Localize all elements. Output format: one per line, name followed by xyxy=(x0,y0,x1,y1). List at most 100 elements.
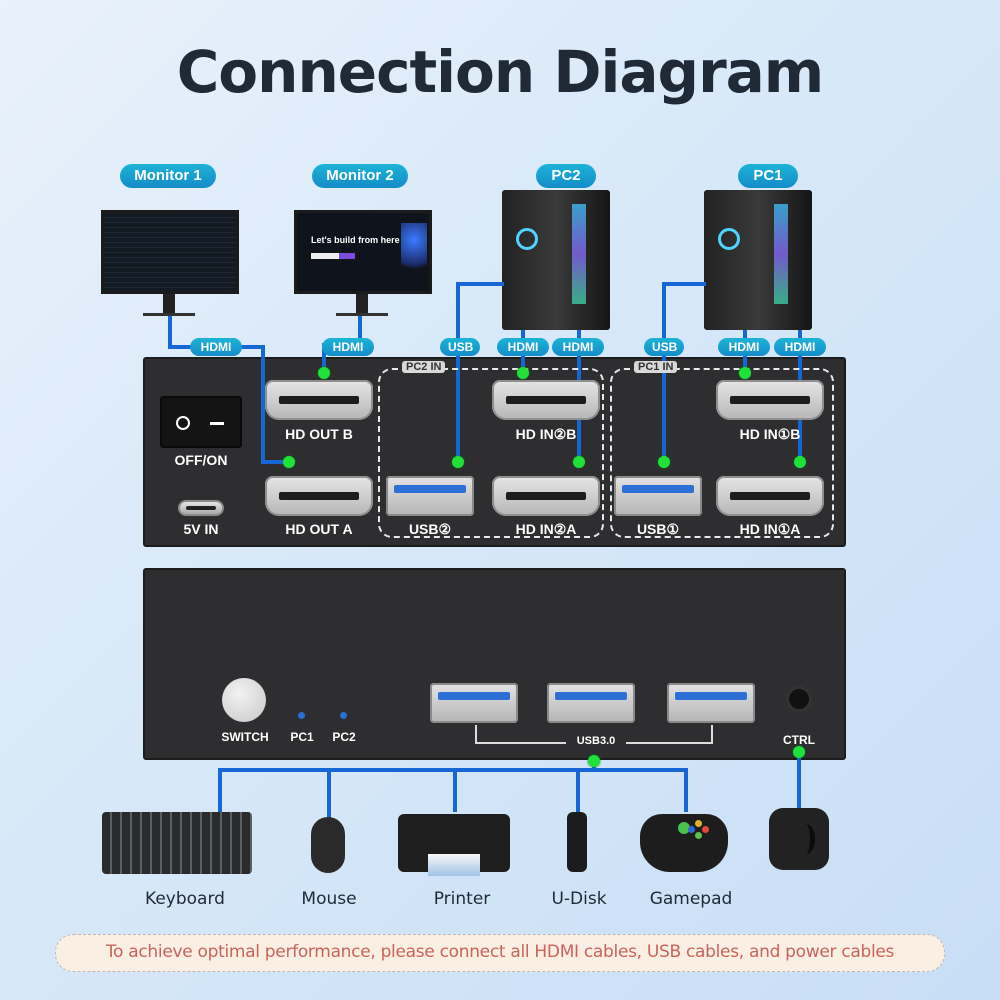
usb3-port-2[interactable] xyxy=(547,683,635,723)
pc2-led-indicator xyxy=(340,712,347,719)
hd-in2-a-port[interactable] xyxy=(492,476,600,516)
hd-out-a-port[interactable] xyxy=(265,476,373,516)
mouse-label: Mouse xyxy=(301,889,357,909)
pc1-case xyxy=(704,190,812,330)
u-disk-label: U-Disk xyxy=(551,889,607,909)
usb-bracket xyxy=(711,725,713,743)
pc1-led-label: PC1 xyxy=(290,730,314,744)
switch-button[interactable] xyxy=(222,678,266,722)
off-symbol-icon xyxy=(176,416,190,430)
cable xyxy=(261,357,265,463)
monitor2-label: Monitor 2 xyxy=(312,164,408,188)
hd-in1-b-port[interactable] xyxy=(716,380,824,420)
cable xyxy=(218,768,222,812)
gamepad-a-button xyxy=(695,832,702,839)
usb3-port-1[interactable] xyxy=(430,683,518,723)
hd-in2-b-label: HD IN②B xyxy=(515,426,577,442)
connector-dot xyxy=(588,755,600,767)
usb2-label: USB② xyxy=(408,521,452,537)
connector-dot xyxy=(283,456,295,468)
screen-button-mock xyxy=(339,253,355,259)
pc1-label: PC1 xyxy=(738,164,798,188)
cable xyxy=(453,768,457,812)
cable-label-hdmi: HDMI xyxy=(497,338,549,356)
usb1-label: USB① xyxy=(636,521,680,537)
cable-label-usb: USB xyxy=(644,338,684,356)
connector-dot xyxy=(452,456,464,468)
hd-out-a-label: HD OUT A xyxy=(285,521,353,537)
pc1-led-indicator xyxy=(298,712,305,719)
hd-out-b-port[interactable] xyxy=(265,380,373,420)
printer-label: Printer xyxy=(433,889,491,909)
cable xyxy=(743,357,747,373)
pc1-rgb-panel xyxy=(774,204,788,304)
pc2-led-label: PC2 xyxy=(332,730,356,744)
cable xyxy=(684,768,688,812)
monitor2-screen-text: Let's build from here xyxy=(311,235,400,245)
usb3-port-3[interactable] xyxy=(667,683,755,723)
usb-c-slot xyxy=(186,506,216,510)
cable-label-hdmi: HDMI xyxy=(552,338,604,356)
pc2-rgb-panel xyxy=(572,204,586,304)
screen-input-mock xyxy=(311,253,339,259)
cable xyxy=(456,357,460,464)
ctrl-jack[interactable] xyxy=(786,686,812,712)
hd-in1-a-label: HD IN①A xyxy=(739,521,801,537)
usb1-port[interactable] xyxy=(614,476,702,516)
power-switch-label: OFF/ON xyxy=(174,452,228,468)
cable-label-hdmi: HDMI xyxy=(774,338,826,356)
monitor2-stand xyxy=(356,294,368,314)
remote-button-glyph xyxy=(797,824,815,854)
monitor1-base xyxy=(143,313,195,316)
hd-in2-a-label: HD IN②A xyxy=(515,521,577,537)
wired-remote-button-icon xyxy=(769,808,829,870)
usb-c-power-port[interactable] xyxy=(178,500,224,516)
usb3-label: USB3.0 xyxy=(566,735,626,747)
performance-note: To achieve optimal performance, please c… xyxy=(55,934,945,972)
gamepad-icon xyxy=(640,814,728,872)
connector-dot xyxy=(517,367,529,379)
pc2-case xyxy=(502,190,610,330)
monitor2-base xyxy=(336,313,388,316)
pc1-fan xyxy=(718,228,740,250)
cable-label-hdmi: HDMI xyxy=(322,338,374,356)
printer-icon xyxy=(398,814,510,876)
connector-dot xyxy=(318,367,330,379)
cable xyxy=(662,282,706,286)
ctrl-label: CTRL xyxy=(783,733,815,747)
cable xyxy=(662,357,666,464)
connector-dot xyxy=(573,456,585,468)
connector-dot xyxy=(793,746,805,758)
pc1-in-label: PC1 IN xyxy=(634,361,678,373)
hd-in1-a-port[interactable] xyxy=(716,476,824,516)
monitor2-screen: Let's build from here xyxy=(294,210,432,294)
cable xyxy=(797,758,801,810)
cable xyxy=(521,357,525,373)
gamepad-label: Gamepad xyxy=(649,889,733,909)
cable-label-usb: USB xyxy=(440,338,480,356)
connector-dot xyxy=(794,456,806,468)
hd-in1-b-label: HD IN①B xyxy=(739,426,801,442)
cable xyxy=(168,316,172,348)
hd-out-b-label: HD OUT B xyxy=(285,426,353,442)
pc1-in-group xyxy=(610,368,834,538)
monitor1-stand xyxy=(163,294,175,314)
kvm-front-panel xyxy=(143,568,846,760)
connector-dot xyxy=(658,456,670,468)
usb2-port[interactable] xyxy=(386,476,474,516)
mouse-icon xyxy=(311,817,345,873)
pc2-label: PC2 xyxy=(536,164,596,188)
hd-in2-b-port[interactable] xyxy=(492,380,600,420)
monitor1-label: Monitor 1 xyxy=(120,164,216,188)
usb-bracket xyxy=(475,725,477,743)
gamepad-guide-button xyxy=(678,822,690,834)
connector-dot xyxy=(739,367,751,379)
cable-label-hdmi: HDMI xyxy=(190,338,242,356)
power-in-label: 5V IN xyxy=(183,521,219,537)
power-switch[interactable] xyxy=(160,396,242,448)
printer-paper xyxy=(428,854,480,876)
gamepad-b-button xyxy=(702,826,709,833)
cable xyxy=(261,460,289,464)
page-title: Connection Diagram xyxy=(176,38,825,106)
keyboard-label: Keyboard xyxy=(145,889,225,909)
